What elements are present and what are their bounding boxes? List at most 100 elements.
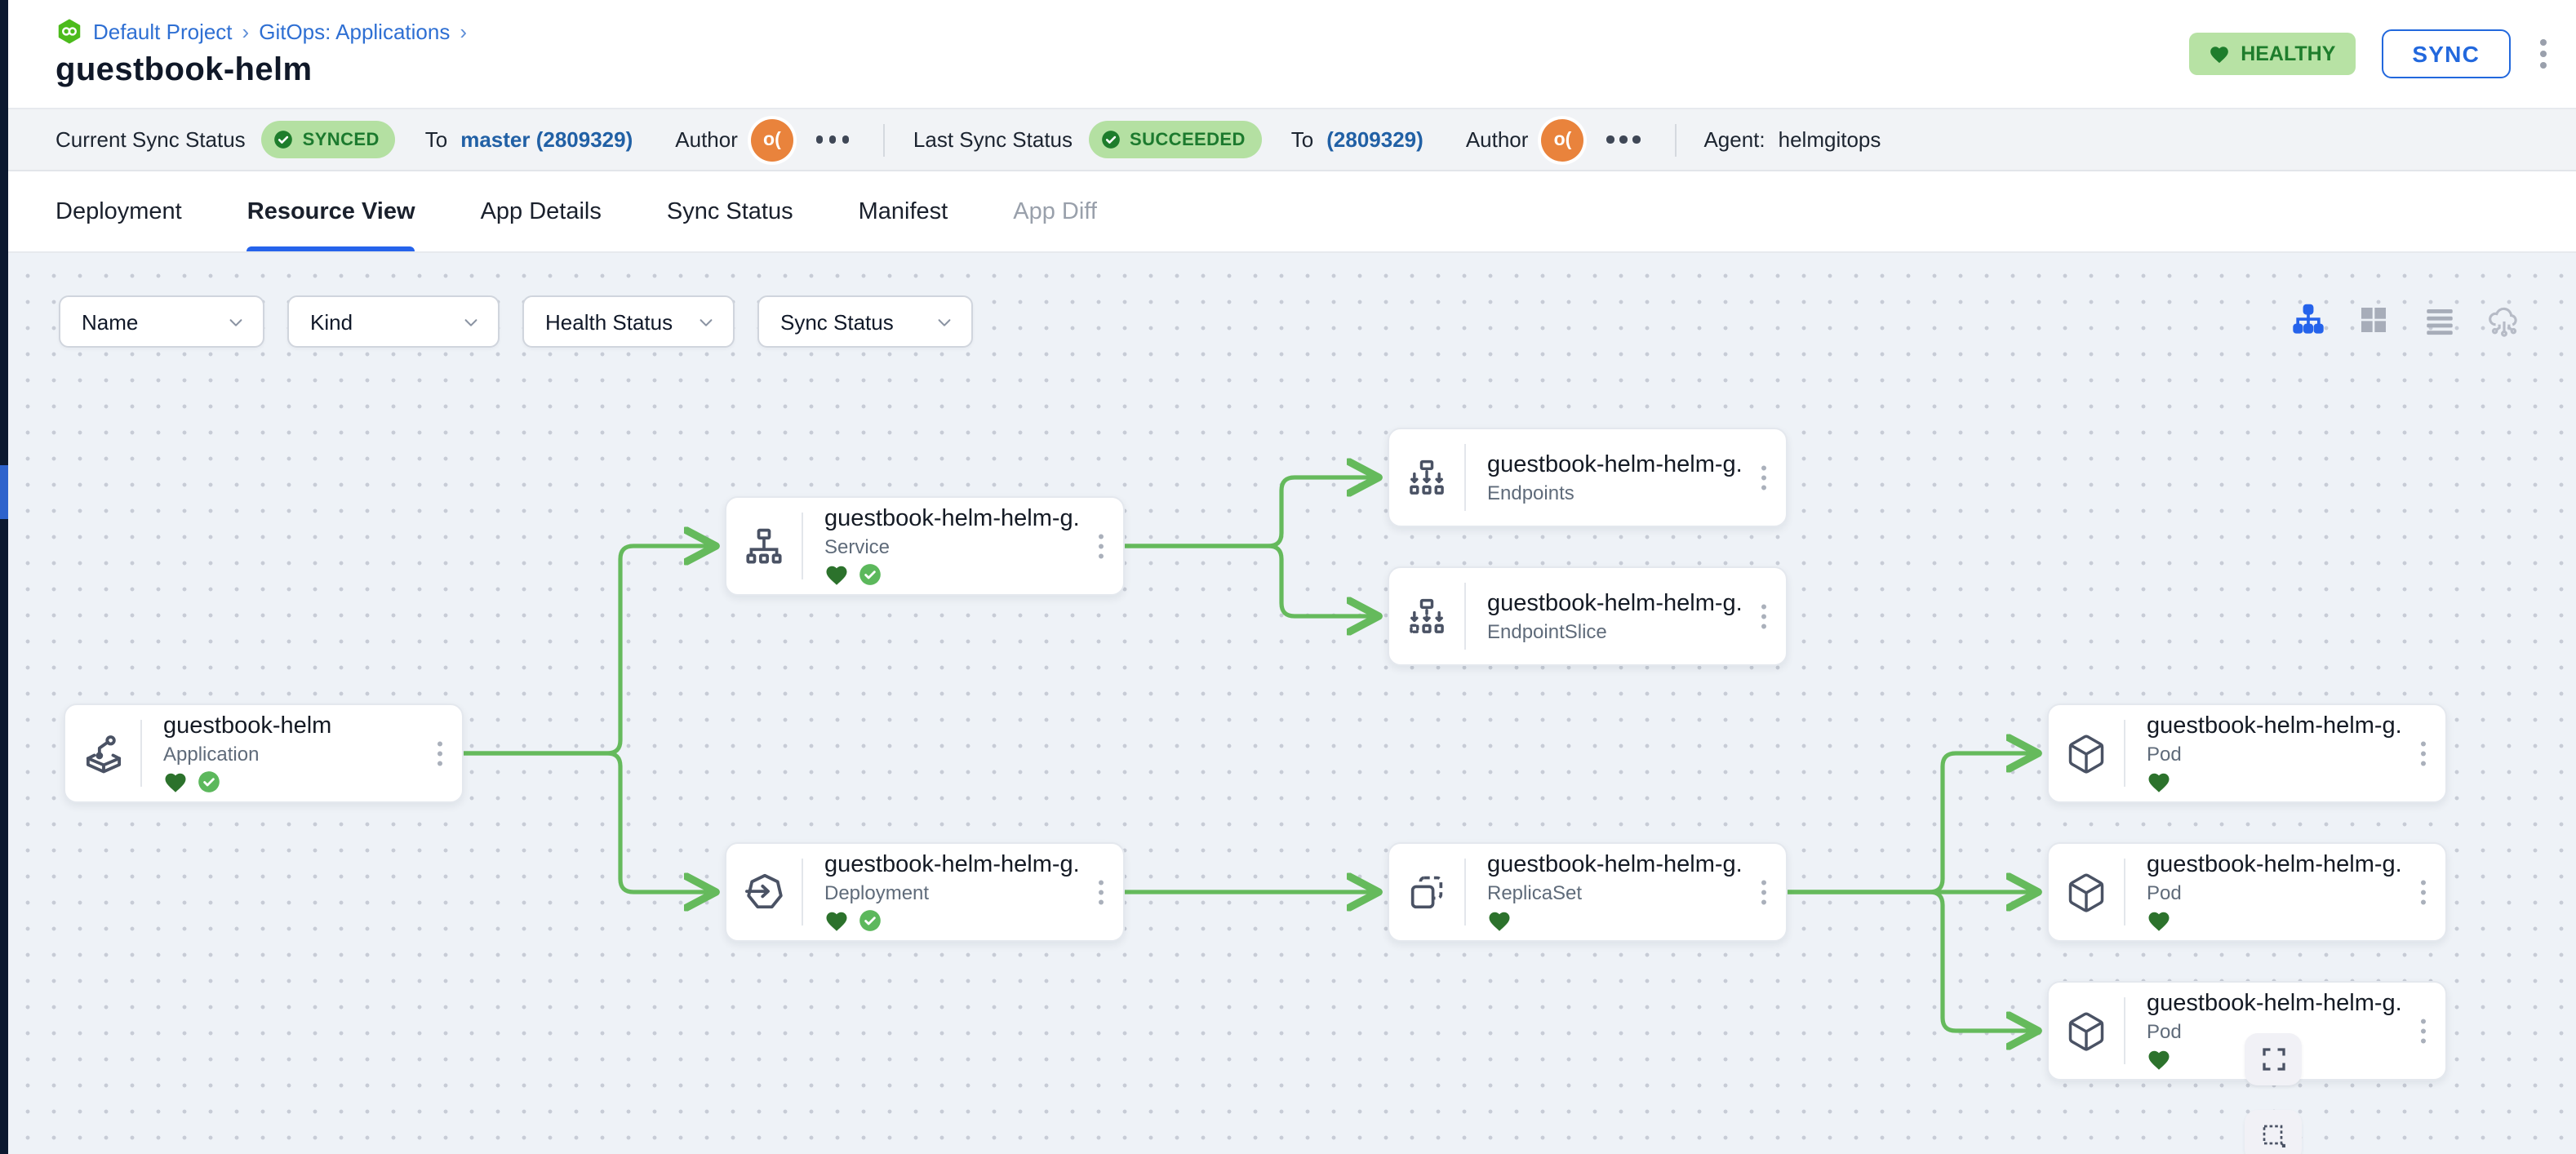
synced-check-icon xyxy=(859,564,881,585)
node-body: guestbook-helm-helm-g... Endpoints xyxy=(1466,429,1786,526)
breadcrumb-separator: › xyxy=(242,20,250,44)
resource-node-endpointslice[interactable]: guestbook-helm-helm-g... EndpointSlice xyxy=(1388,566,1788,666)
grid-view-icon[interactable] xyxy=(2356,302,2392,338)
resource-node-endpoints[interactable]: guestbook-helm-helm-g... Endpoints xyxy=(1388,428,1788,527)
divider xyxy=(2124,859,2125,925)
node-kind: Service xyxy=(824,535,890,557)
breadcrumb-link-project[interactable]: Default Project xyxy=(93,20,233,44)
healthy-heart-icon xyxy=(165,772,186,792)
list-view-icon[interactable] xyxy=(2421,302,2457,338)
service-icon xyxy=(726,498,802,594)
author-label: Author xyxy=(1465,127,1529,152)
healthy-heart-icon xyxy=(826,565,847,584)
header-more-menu-icon[interactable] xyxy=(2537,33,2550,75)
node-menu-icon[interactable] xyxy=(2415,736,2431,771)
check-circle-icon xyxy=(1102,131,1120,149)
author-avatar: o( xyxy=(1541,118,1584,161)
node-title: guestbook-helm-helm-g... xyxy=(2147,712,2403,739)
author-avatar: o( xyxy=(750,118,793,161)
divider xyxy=(802,859,803,925)
fit-view-button[interactable] xyxy=(2245,1033,2302,1085)
resource-node-deployment[interactable]: guestbook-helm-helm-g... Deployment xyxy=(725,842,1125,942)
breadcrumb-link-gitops-apps[interactable]: GitOps: Applications xyxy=(259,20,451,44)
node-menu-icon[interactable] xyxy=(1093,875,1108,910)
succeeded-badge: SUCCEEDED xyxy=(1089,121,1262,158)
node-title: guestbook-helm-helm-g... xyxy=(1487,451,1743,477)
filter-name-dropdown[interactable]: Name xyxy=(59,295,264,348)
sync-button[interactable]: SYNC xyxy=(2381,29,2511,78)
node-menu-icon[interactable] xyxy=(2415,875,2431,910)
node-kind: Pod xyxy=(2147,742,2182,765)
node-menu-icon[interactable] xyxy=(1756,599,1771,634)
header-left: Default Project › GitOps: Applications ›… xyxy=(56,18,467,90)
resource-node-pod-2[interactable]: guestbook-helm-helm-g... Pod xyxy=(2047,842,2447,942)
author-label: Author xyxy=(675,127,738,152)
chevron-down-icon xyxy=(700,318,713,326)
filter-kind-dropdown[interactable]: Kind xyxy=(287,295,500,348)
chevron-down-icon xyxy=(229,318,242,326)
deployment-icon xyxy=(726,844,802,940)
divider xyxy=(1464,444,1466,511)
resource-tree-canvas[interactable]: Name Kind Health Status Sync Status xyxy=(8,253,2576,1154)
tab-resource-view[interactable]: Resource View xyxy=(246,171,415,251)
selection-box-icon xyxy=(2262,1125,2285,1147)
node-menu-icon[interactable] xyxy=(2415,1014,2431,1049)
node-title: guestbook-helm xyxy=(163,712,332,739)
agent-value: helmgitops xyxy=(1778,127,1881,152)
tree-edges xyxy=(461,253,2576,1154)
resource-node-pod-1[interactable]: guestbook-helm-helm-g... Pod xyxy=(2047,703,2447,803)
node-body: guestbook-helm-helm-g... Pod xyxy=(2125,844,2445,940)
collapsed-sidebar xyxy=(0,0,8,1154)
cloud-network-view-icon[interactable] xyxy=(2486,302,2522,338)
last-sync-target-link[interactable]: (2809329) xyxy=(1326,127,1423,152)
node-kind: Application xyxy=(163,742,260,765)
synced-check-icon xyxy=(859,910,881,931)
breadcrumb: Default Project › GitOps: Applications › xyxy=(56,18,467,46)
node-menu-icon[interactable] xyxy=(1756,460,1771,495)
node-menu-icon[interactable] xyxy=(1756,875,1771,910)
to-label: To xyxy=(424,127,448,152)
node-kind: Deployment xyxy=(824,881,930,903)
page-header: Default Project › GitOps: Applications ›… xyxy=(8,0,2576,108)
node-kind: ReplicaSet xyxy=(1487,881,1583,903)
commit-more-icon[interactable] xyxy=(1600,130,1646,150)
sync-status-bar: Current Sync Status SYNCED To master (28… xyxy=(8,108,2576,171)
resource-node-service[interactable]: guestbook-helm-helm-g... Service xyxy=(725,496,1125,596)
tab-sync-status[interactable]: Sync Status xyxy=(666,198,793,224)
synced-badge: SYNCED xyxy=(261,121,396,158)
node-title: guestbook-helm-helm-g... xyxy=(824,851,1081,877)
filter-health-status-dropdown[interactable]: Health Status xyxy=(522,295,735,348)
tab-app-diff[interactable]: App Diff xyxy=(1013,198,1097,224)
health-status-badge[interactable]: HEALTHY xyxy=(2188,33,2356,75)
tab-manifest[interactable]: Manifest xyxy=(858,198,948,224)
node-body: guestbook-helm Application xyxy=(142,705,462,801)
node-kind: EndpointSlice xyxy=(1487,619,1607,642)
tree-view-icon[interactable] xyxy=(2290,302,2326,338)
breadcrumb-separator: › xyxy=(460,20,468,44)
node-title: guestbook-helm-helm-g... xyxy=(1487,590,1743,616)
resource-node-application[interactable]: guestbook-helm Application xyxy=(64,703,464,803)
chevron-down-icon xyxy=(464,318,477,326)
view-mode-switcher xyxy=(2290,302,2522,338)
node-body: guestbook-helm-helm-g... ReplicaSet xyxy=(1466,844,1786,940)
healthy-heart-icon xyxy=(2148,1050,2170,1069)
last-sync-status-label: Last Sync Status xyxy=(913,127,1073,152)
current-sync-target-link[interactable]: master (2809329) xyxy=(460,127,633,152)
resource-node-pod-3[interactable]: guestbook-helm-helm-g... Pod xyxy=(2047,981,2447,1081)
node-kind: Endpoints xyxy=(1487,481,1574,504)
filter-sync-status-dropdown[interactable]: Sync Status xyxy=(757,295,973,348)
divider xyxy=(140,720,142,787)
selection-tool-button[interactable] xyxy=(2245,1110,2302,1154)
divider xyxy=(2124,997,2125,1064)
tab-deployment[interactable]: Deployment xyxy=(56,198,182,224)
tab-app-details[interactable]: App Details xyxy=(480,198,602,224)
commit-more-icon[interactable] xyxy=(810,130,856,150)
node-menu-icon[interactable] xyxy=(432,736,447,771)
node-menu-icon[interactable] xyxy=(1093,529,1108,564)
node-title: guestbook-helm-helm-g... xyxy=(824,505,1081,531)
resource-node-replicaset[interactable]: guestbook-helm-helm-g... ReplicaSet xyxy=(1388,842,1788,942)
node-body: guestbook-helm-helm-g... Service xyxy=(803,498,1123,594)
healthy-heart-icon xyxy=(826,911,847,930)
pod-icon xyxy=(2049,983,2124,1079)
divider xyxy=(802,513,803,579)
